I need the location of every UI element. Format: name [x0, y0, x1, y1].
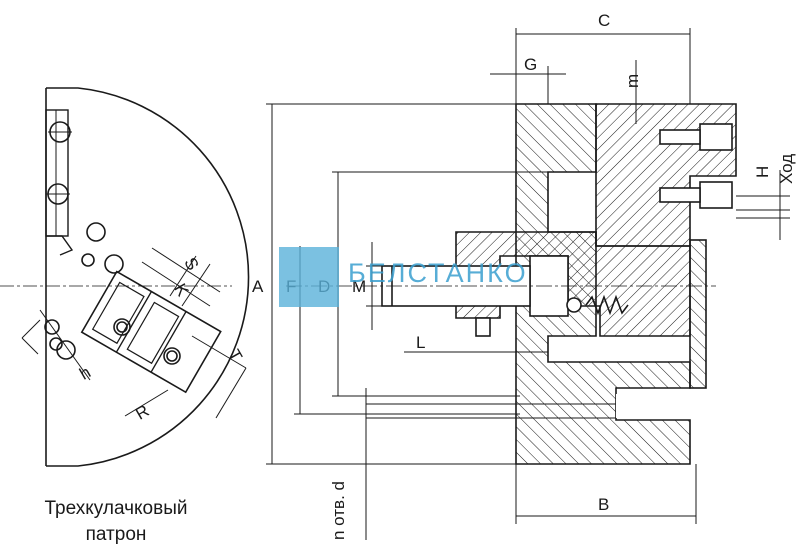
dim-K: K — [170, 280, 192, 300]
watermark-logo-icon — [279, 247, 339, 307]
dim-R: R — [132, 401, 152, 424]
dim-C: C — [598, 11, 610, 30]
front-view — [0, 87, 250, 467]
dim-h: h — [76, 362, 94, 383]
watermark-text: БЕЛСТАНКО — [348, 258, 528, 288]
jaw-block — [80, 270, 222, 394]
dimension-lines — [266, 28, 790, 540]
upper-jaw-slot — [45, 109, 69, 237]
dim-L: L — [416, 333, 425, 352]
dim-M: M — [352, 277, 366, 296]
dim-hod: Ход — [777, 154, 796, 184]
dim-S: S — [180, 254, 202, 273]
caption-line-2: патрон — [85, 524, 147, 545]
chuck-body-arc — [46, 87, 250, 467]
dim-m: m — [623, 74, 642, 88]
chuck-body-section — [515, 103, 691, 465]
jaw-screw — [113, 318, 131, 336]
dim-n-holes: n отв. d — [329, 481, 348, 540]
spring — [585, 294, 629, 316]
caption-line-1: Трехкулачковый — [44, 498, 188, 519]
dim-H: H — [753, 166, 772, 178]
dim-B: B — [598, 495, 609, 514]
jaw-screw — [163, 347, 181, 365]
dim-G: G — [524, 55, 537, 74]
dim-A: A — [252, 277, 264, 296]
back-plate — [689, 239, 707, 389]
